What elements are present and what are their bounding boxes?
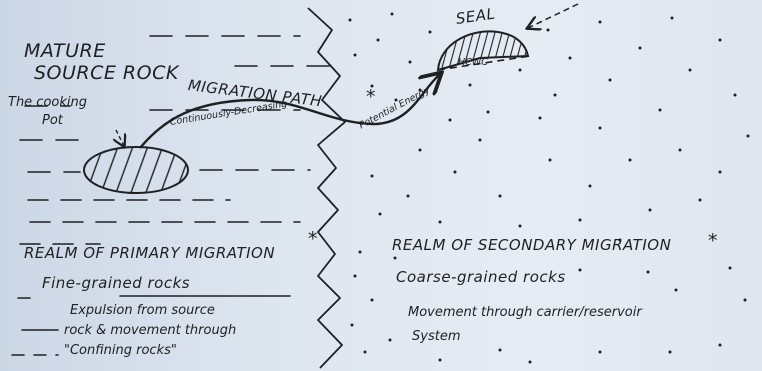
expulsion-line2: rock & movement through [64, 323, 237, 338]
strata-dashes [11, 35, 331, 356]
seal-inflow-arrow [528, 3, 579, 28]
secondary-realm-rocks: Coarse-grained rocks [396, 268, 566, 286]
primary-realm-title: REALM OF PRIMARY MIGRATION [24, 244, 276, 262]
sand-dots [348, 12, 750, 364]
cooking-pot-line2: Pot [42, 113, 63, 128]
cooking-pot-line1: The cooking [8, 95, 87, 110]
source-rock-label-line2: SOURCE ROCK [34, 62, 179, 84]
source-rock-body [83, 146, 189, 194]
secondary-realm-title: REALM OF SECONDARY MIGRATION [392, 236, 672, 254]
primary-realm-asterisk: * [308, 228, 318, 250]
expulsion-line1: Expulsion from source [70, 303, 215, 318]
secondary-movement-line1: Movement through carrier/reservoir [408, 305, 642, 320]
pot-pointer-arrow [116, 129, 124, 146]
expulsion-line3: "Confining rocks" [64, 343, 177, 358]
realm-boundary [307, 7, 346, 369]
hcwc-label: HCWC [458, 57, 488, 68]
secondary-realm-asterisk: * [708, 230, 718, 252]
hcwc-line [437, 55, 531, 71]
trap-hatched [436, 30, 530, 72]
primary-realm-rocks: Fine-grained rocks [42, 274, 191, 292]
secondary-movement-line2: System [412, 329, 461, 344]
migration-path-arrow [139, 74, 440, 149]
migration-path-asterisk: * [366, 86, 376, 108]
source-rock-label-line1: MATURE [24, 40, 106, 62]
